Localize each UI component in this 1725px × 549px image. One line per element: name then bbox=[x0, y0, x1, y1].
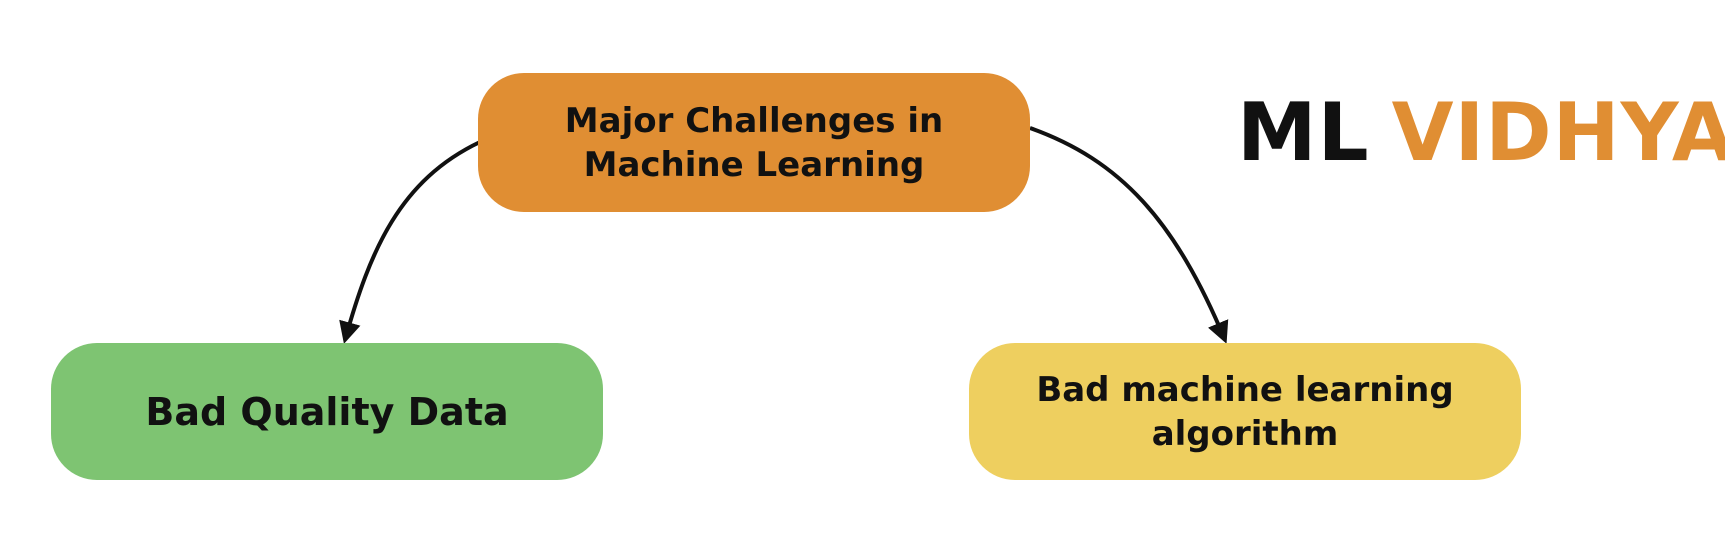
root-node-label-line2: Machine Learning bbox=[583, 144, 925, 185]
node-bad-ml-algorithm-label-line1: Bad machine learning bbox=[1036, 369, 1454, 410]
node-bad-ml-algorithm: Bad machine learning algorithm bbox=[969, 343, 1521, 480]
root-node-label-line1: Major Challenges in bbox=[564, 100, 944, 141]
node-bad-quality-data: Bad Quality Data bbox=[51, 343, 603, 480]
logo-text-vidhya: VIDHYA bbox=[1391, 86, 1725, 179]
logo-text-ml: ML bbox=[1237, 86, 1370, 179]
node-bad-ml-algorithm-label-line2: algorithm bbox=[1151, 413, 1339, 454]
node-bad-quality-data-label: Bad Quality Data bbox=[145, 389, 509, 434]
edge-root-to-bad-algorithm bbox=[1029, 126, 1229, 344]
root-node-major-challenges: Major Challenges in Machine Learning bbox=[478, 73, 1030, 212]
edge-root-to-bad-quality-data bbox=[339, 140, 481, 344]
